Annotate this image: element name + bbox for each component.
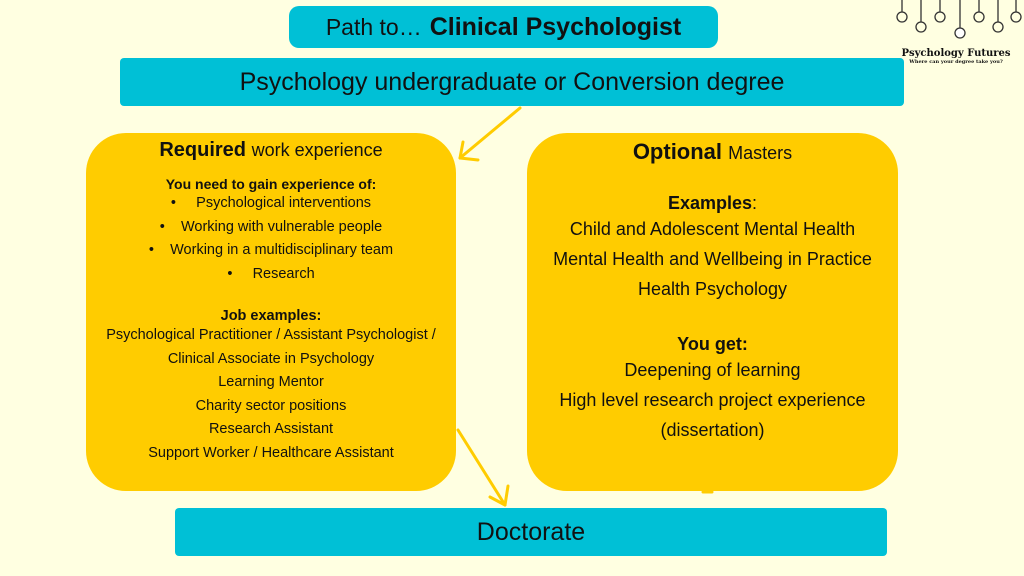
title-role: Clinical Psychologist [429,12,682,41]
examples-list: Child and Adolescent Mental Health Menta… [527,214,898,304]
jobs-list: Psychological Practitioner / Assistant P… [86,324,456,466]
lightbulbs-icon [896,0,1022,39]
example-item: Mental Health and Wellbeing in Practice [553,249,872,269]
arrow-to-required [458,106,522,160]
get-item: Deepening of learning [624,360,801,380]
job-item: Support Worker / Healthcare Assistant [148,444,394,461]
jobs-heading: Job examples: [220,308,322,324]
example-item: Child and Adolescent Mental Health [569,219,856,239]
arrow-to-doctorate [456,428,507,507]
required-heading: Required work experience [159,139,383,161]
job-item: Charity sector positions [195,397,347,414]
get-list: Deepening of learning High level researc… [527,355,898,445]
bullet-item: • Working with vulnerable people [159,218,383,235]
title-banner: Path to… Clinical Psychologist [289,6,718,48]
required-subheading: You need to gain experience of: [165,176,377,192]
title-prefix: Path to… [325,13,422,40]
logo: Psychology Futures Where can your degree… [888,0,1024,70]
optional-box: Optional Masters Examples: Child and Ado… [527,133,898,491]
logo-name: Psychology Futures [901,48,1011,59]
optional-heading: Optional Masters [632,139,793,164]
bullet-item: • Psychological interventions [170,195,372,211]
examples-heading: Examples: [667,193,758,213]
get-heading: You get: [677,334,748,354]
job-item: Learning Mentor [218,374,324,391]
logo-tagline: Where can your degree take you? [909,59,1003,65]
job-item: Clinical Associate in Psychology [167,350,375,367]
doctorate-label: Doctorate [476,517,586,546]
get-item: (dissertation) [660,420,765,440]
example-item: Health Psychology [637,279,788,299]
job-item: Psychological Practitioner / Assistant P… [106,327,436,343]
entry-label: Psychology undergraduate or Conversion d… [239,67,785,96]
get-item: High level research project experience [559,390,866,410]
entry-banner: Psychology undergraduate or Conversion d… [120,58,904,106]
bullet-item: • Research [227,265,315,282]
bullet-item: • Working in a multidisciplinary team [148,242,394,258]
doctorate-banner: Doctorate [175,508,887,556]
job-item: Research Assistant [208,421,334,438]
required-bullets: • Psychological interventions • Working … [86,192,456,286]
required-box: Required work experience You need to gai… [86,133,456,491]
